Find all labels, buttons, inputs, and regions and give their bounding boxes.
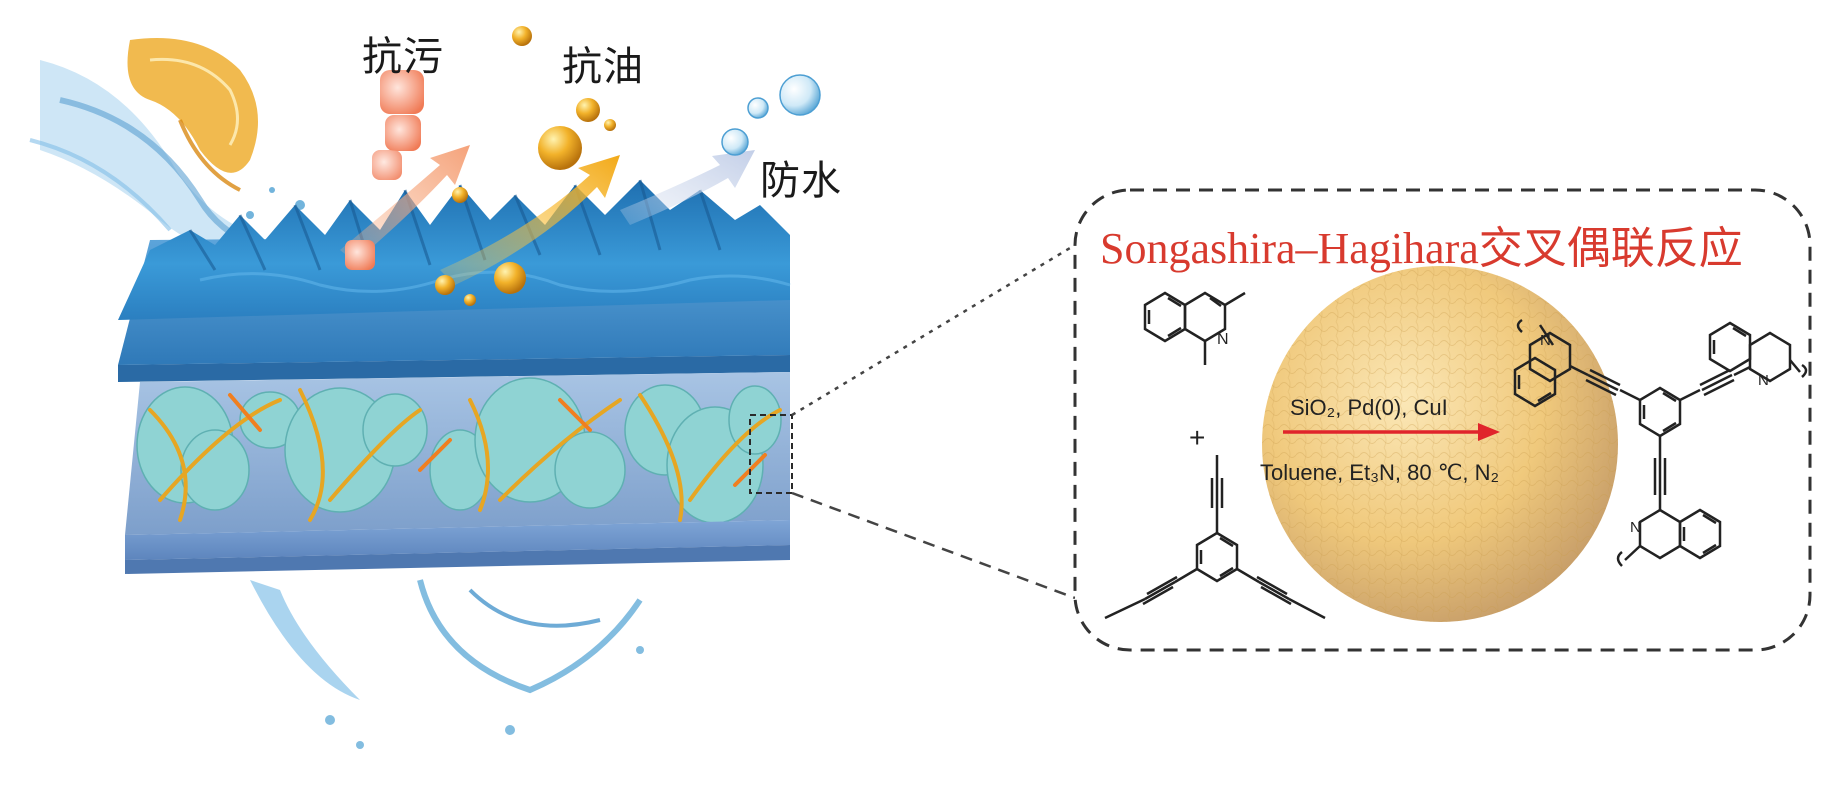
connector-line-top xyxy=(791,243,1076,417)
waterproof-label: 防水 xyxy=(760,158,842,204)
oil-stream xyxy=(127,38,258,192)
plus-sign: + xyxy=(1189,422,1205,453)
antifouling-label: 抗污 xyxy=(362,34,444,80)
reaction-arrow xyxy=(1283,423,1500,441)
water-splash-bottom xyxy=(250,579,644,749)
zoom-box xyxy=(749,414,793,494)
water-arrow xyxy=(620,150,755,225)
middle-fiber-layer xyxy=(125,372,793,535)
oil-arrow xyxy=(440,155,620,285)
reaction-conditions-top: SiO₂, Pd(0), CuI xyxy=(1290,395,1448,420)
water-droplets xyxy=(721,74,821,156)
layered-coating-illustration xyxy=(29,26,821,749)
reactant-1-n-atom: N xyxy=(1217,331,1229,348)
reaction-conditions-bottom: Toluene, Et₃N, 80 ℃, N₂ xyxy=(1260,460,1500,485)
product-n-atom-right: N xyxy=(1758,372,1769,389)
connector-line-bottom xyxy=(791,491,1076,600)
dirt-particles xyxy=(345,70,424,270)
reactant-isoquinoline xyxy=(1143,291,1246,365)
product-polymer xyxy=(1513,318,1808,567)
oil-resistant-label: 抗油 xyxy=(562,44,644,90)
reaction-title: Songashira–Hagihara交叉偶联反应 xyxy=(1100,224,1743,273)
product-n-atom-left: N xyxy=(1540,332,1551,349)
oil-droplets xyxy=(435,26,616,306)
substrate-layer xyxy=(125,520,790,574)
reaction-inset: N + xyxy=(1073,188,1812,652)
top-surface-layer xyxy=(118,179,791,382)
reactant-tripropynylbenzene xyxy=(1104,455,1326,620)
antifouling-arrow xyxy=(340,145,470,262)
product-n-atom-bottom: N xyxy=(1630,519,1641,536)
